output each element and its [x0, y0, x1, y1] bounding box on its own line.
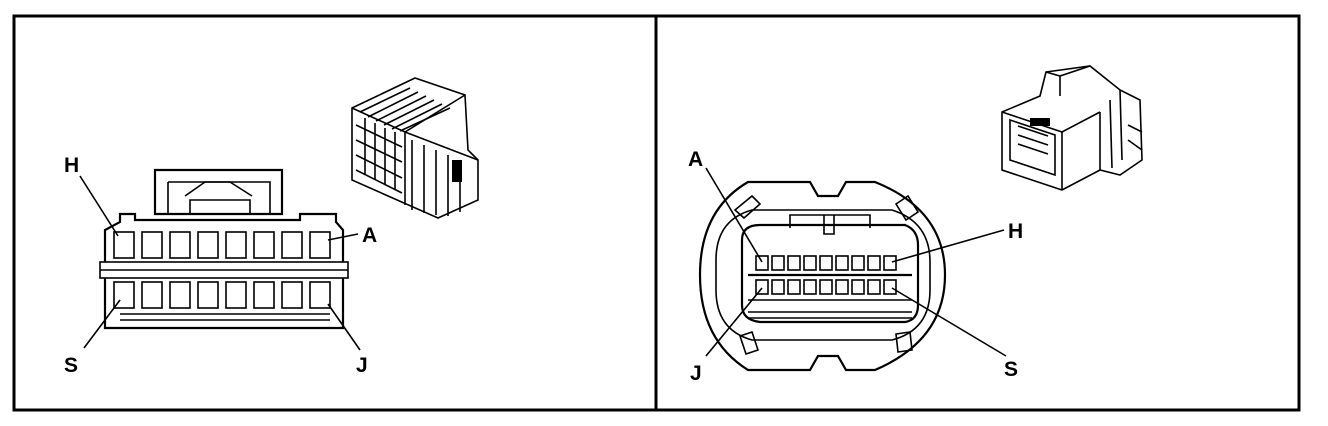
leader-line-a-right	[705, 167, 763, 263]
leader-line-j-right	[705, 287, 763, 357]
left-connector-upper-pins	[113, 231, 331, 259]
right-panel: A H J S	[688, 65, 1143, 385]
left-connector-front-view	[99, 168, 349, 330]
pin-label-a: A	[362, 224, 377, 247]
pin-label-j: J	[356, 354, 368, 377]
pin-label-a-right: A	[688, 148, 703, 171]
leader-line-j	[327, 303, 361, 351]
leader-line-s	[83, 299, 121, 349]
leader-line-h	[79, 175, 119, 237]
leader-line-s-right	[891, 287, 1007, 357]
left-connector-lower-pins	[113, 281, 331, 309]
pin-label-s-right: S	[1004, 358, 1018, 381]
pin-label-j-right: J	[690, 362, 702, 385]
pin-label-s: S	[64, 354, 78, 377]
left-connector-iso-view	[351, 77, 479, 219]
right-connector-lower-pins	[755, 279, 897, 295]
leader-line-h-right	[891, 229, 1005, 263]
right-connector-front-view	[698, 180, 947, 372]
right-connector-upper-pins	[755, 255, 897, 271]
leader-line-a	[327, 233, 359, 241]
left-panel: H A S J	[64, 77, 479, 377]
pin-label-h-right: H	[1008, 220, 1023, 243]
pin-label-h: H	[64, 154, 79, 177]
right-connector-iso-view	[1001, 65, 1143, 191]
